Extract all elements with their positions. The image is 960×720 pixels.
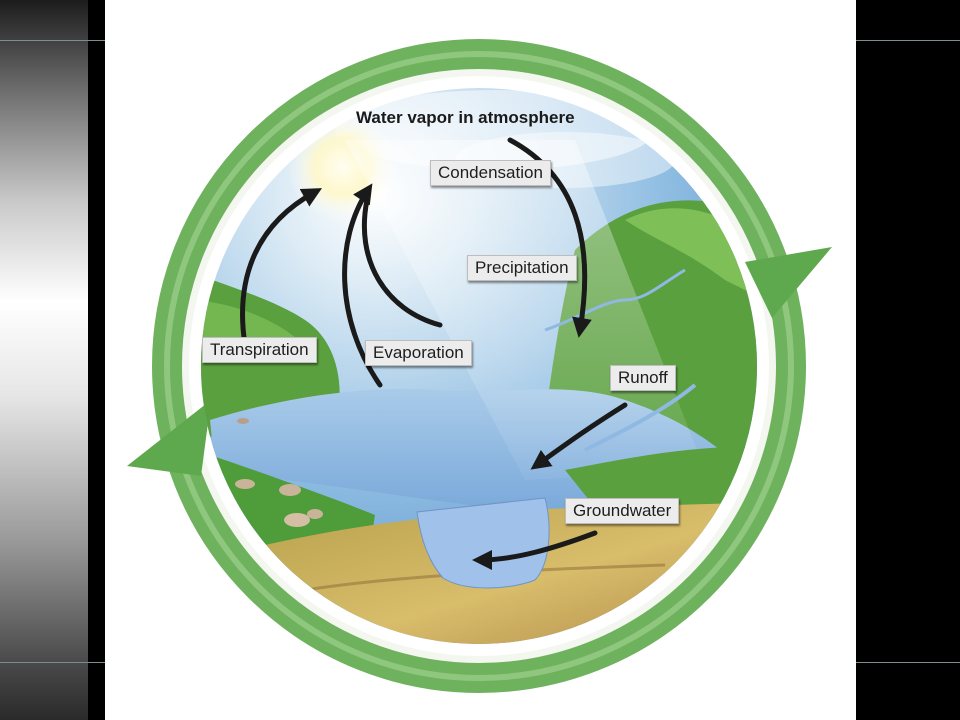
transpiration-label: Transpiration xyxy=(202,337,317,363)
water-vapor-label: Water vapor in atmosphere xyxy=(356,108,575,127)
runoff-label: Runoff xyxy=(610,365,676,391)
groundwater-label: Groundwater xyxy=(565,498,680,524)
top-rule-right xyxy=(856,40,960,41)
top-rule-left xyxy=(0,40,105,41)
precipitation-label: Precipitation xyxy=(467,255,577,281)
evaporation-arrow-right xyxy=(361,197,443,328)
grazing-animals xyxy=(235,418,323,527)
slide-panel: Water vapor in atmosphere Condensation P… xyxy=(105,0,856,720)
bottom-rule-right xyxy=(856,662,960,663)
groundwater-arrow xyxy=(472,530,598,570)
bottom-rule-left xyxy=(0,662,105,663)
condensation-label: Condensation xyxy=(430,160,551,186)
condensation-precipitation-arrow xyxy=(507,137,592,338)
evaporation-label: Evaporation xyxy=(365,340,472,366)
transpiration-arrow xyxy=(240,188,323,348)
left-gradient-bar xyxy=(0,0,88,720)
ring-arrowhead-left xyxy=(127,400,211,476)
ring-arrowhead-right xyxy=(745,247,832,318)
runoff-arrow xyxy=(530,402,628,470)
